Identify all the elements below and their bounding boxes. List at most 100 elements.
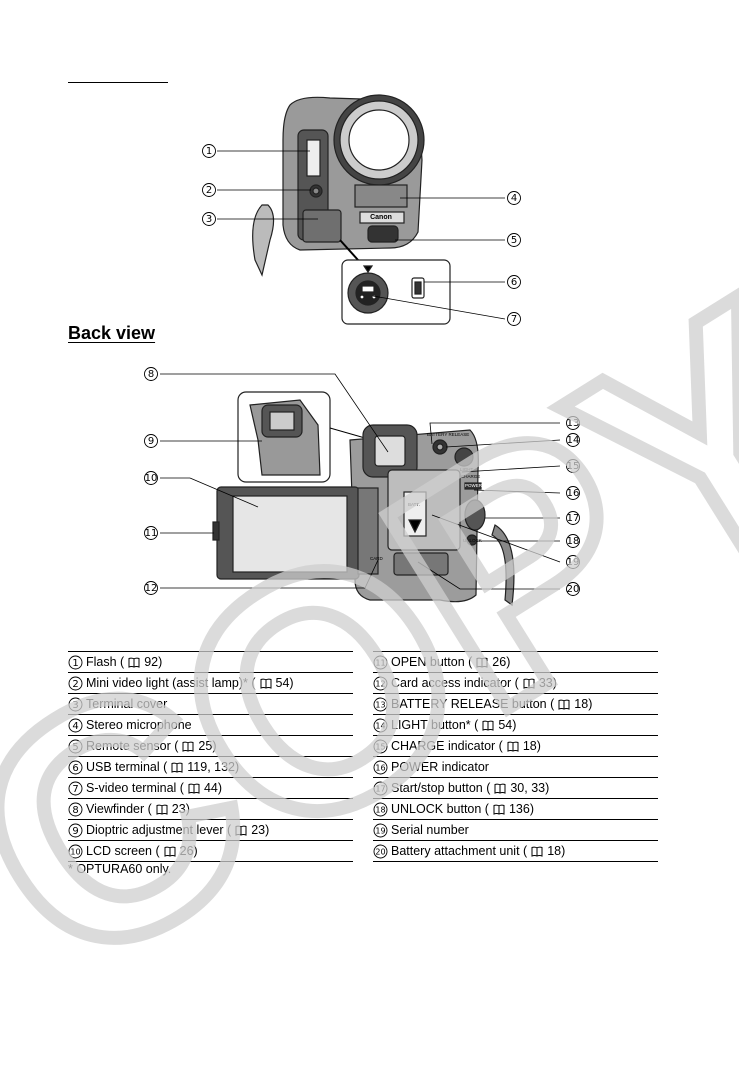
item-number-badge: 20	[373, 844, 388, 859]
item-number-badge: 17	[373, 781, 388, 796]
page-reference: 18	[547, 844, 562, 858]
page-reference: 119, 132	[187, 760, 236, 774]
ref-close: )	[217, 781, 223, 795]
book-icon	[188, 783, 200, 794]
item-number-badge: 6	[68, 760, 83, 775]
book-icon	[531, 846, 543, 857]
callout-number-6: 6	[511, 277, 517, 288]
part-label: OPEN button (	[391, 655, 473, 669]
callout-number-16: 16	[567, 488, 580, 499]
svg-text:9: 9	[72, 826, 78, 837]
part-row: 19 Serial number	[373, 819, 658, 840]
ref-close: )	[289, 676, 294, 690]
book-icon	[482, 720, 494, 731]
book-icon	[260, 678, 272, 689]
item-number-badge: 15	[373, 739, 388, 754]
part-label: Remote sensor (	[86, 739, 179, 753]
part-label: UNLOCK button (	[391, 802, 489, 816]
card-label: CARD	[370, 556, 384, 561]
book-icon	[494, 783, 506, 794]
callout-circle-8	[144, 367, 158, 381]
callout-number-15: 15	[567, 461, 580, 472]
part-label: Serial number	[391, 823, 469, 837]
callout-circle-5	[507, 233, 521, 247]
svg-text:19: 19	[375, 826, 385, 835]
svg-text:4: 4	[72, 721, 78, 732]
callout-number-12: 12	[145, 583, 158, 594]
item-number-badge: 8	[68, 802, 83, 817]
book-icon	[235, 825, 247, 836]
svg-text:10: 10	[70, 847, 80, 856]
ref-close: )	[529, 802, 534, 816]
part-label: BATTERY RELEASE button (	[391, 697, 555, 711]
callout-circle-17	[566, 511, 580, 525]
part-label: USB terminal (	[86, 760, 168, 774]
book-icon	[493, 804, 505, 815]
callout-circle-2	[202, 183, 216, 197]
item-number-badge: 10	[68, 844, 83, 859]
svg-text:7: 7	[72, 784, 78, 795]
part-label: S-video terminal (	[86, 781, 184, 795]
footnote: * OPTURA60 only.	[68, 862, 172, 876]
book-icon	[164, 846, 176, 857]
callout-number-9: 9	[148, 436, 154, 447]
callout-number-5: 5	[511, 235, 517, 246]
item-number-badge: 9	[68, 823, 83, 838]
ref-close: )	[158, 655, 163, 669]
item-number-badge: 3	[68, 697, 83, 712]
svg-text:14: 14	[375, 721, 385, 730]
item-number-badge: 16	[373, 760, 388, 775]
part-label: Card access indicator (	[391, 676, 519, 690]
callout-circle-6	[507, 275, 521, 289]
callout-number-4: 4	[511, 193, 517, 204]
svg-text:11: 11	[375, 658, 385, 667]
svg-text:13: 13	[375, 700, 385, 709]
book-icon	[523, 678, 535, 689]
book-icon	[182, 741, 194, 752]
svg-text:12: 12	[375, 679, 385, 688]
part-label: LIGHT button* (	[391, 718, 479, 732]
callout-circle-18	[566, 534, 580, 548]
svg-text:5: 5	[72, 742, 78, 753]
callout-number-3: 3	[206, 214, 212, 225]
callout-circle-1	[202, 144, 216, 158]
svg-text:2: 2	[72, 679, 78, 690]
svg-text:18: 18	[375, 805, 385, 814]
item-number-badge: 18	[373, 802, 388, 817]
callout-number-14: 14	[567, 435, 580, 446]
ref-close: )	[265, 823, 270, 837]
item-number-badge: 1	[68, 655, 83, 670]
callout-number-19: 19	[567, 557, 580, 568]
battery-release-label: BATTERY RELEASE	[427, 432, 469, 437]
page-reference: 18	[522, 739, 537, 753]
book-icon	[128, 657, 140, 668]
book-icon	[171, 762, 183, 773]
charge-label: CHARGE	[461, 474, 480, 479]
callout-number-10: 10	[145, 473, 158, 484]
batt-label: BATT.	[408, 502, 420, 507]
item-number-badge: 13	[373, 697, 388, 712]
part-label: Dioptric adjustment lever (	[86, 823, 232, 837]
svg-text:20: 20	[375, 847, 385, 856]
part-label: CHARGE indicator (	[391, 739, 503, 753]
svg-text:16: 16	[375, 763, 385, 772]
item-number-badge: 5	[68, 739, 83, 754]
callout-circle-19	[566, 555, 580, 569]
svg-text:6: 6	[72, 763, 78, 774]
unlock-label: UNLOCK	[463, 538, 482, 543]
page-reference: 25	[198, 739, 213, 753]
callout-circle-7	[507, 312, 521, 326]
